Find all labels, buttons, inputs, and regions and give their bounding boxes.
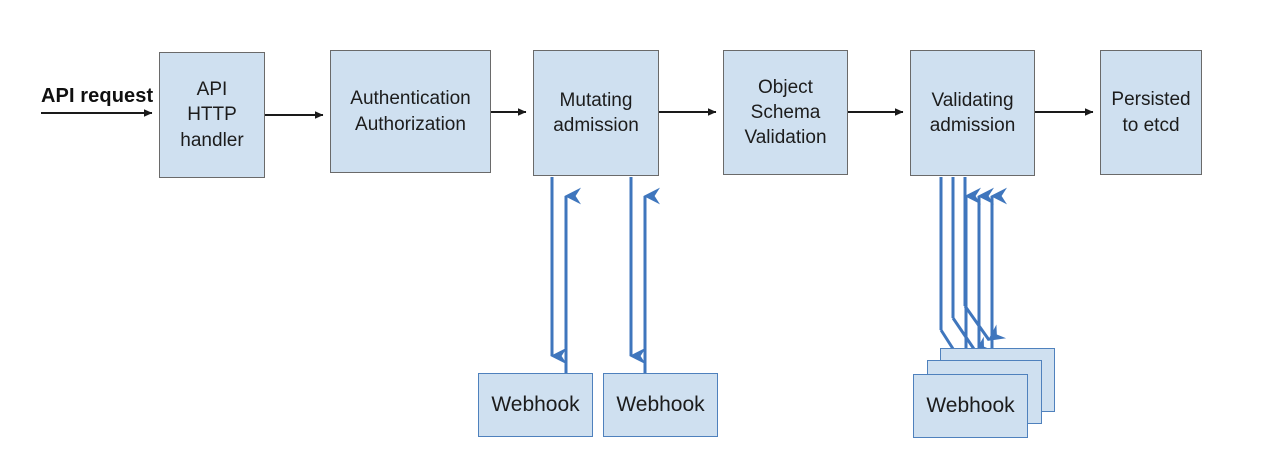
node-object-schema-validation[interactable]: Object Schema Validation — [723, 50, 848, 175]
call-mutating-webhook-1 — [550, 177, 581, 373]
validating-webhook-1[interactable]: Webhook — [913, 374, 1028, 438]
node-persisted-to-etcd[interactable]: Persisted to etcd — [1100, 50, 1202, 175]
node-mutating-admission[interactable]: Mutating admission — [533, 50, 659, 176]
node-validating-admission[interactable]: Validating admission — [910, 50, 1035, 176]
node-api-http-handler[interactable]: API HTTP handler — [159, 52, 265, 178]
api-request-label: API request — [41, 85, 154, 107]
call-validating-webhook-2 — [951, 177, 994, 360]
call-validating-webhook-1 — [939, 177, 982, 374]
node-authentication-authorization[interactable]: Authentication Authorization — [330, 50, 491, 173]
mutating-webhook-1[interactable]: Webhook — [478, 373, 593, 437]
call-mutating-webhook-2 — [629, 177, 660, 373]
call-validating-webhook-3 — [963, 177, 1007, 348]
mutating-webhook-2[interactable]: Webhook — [603, 373, 718, 437]
